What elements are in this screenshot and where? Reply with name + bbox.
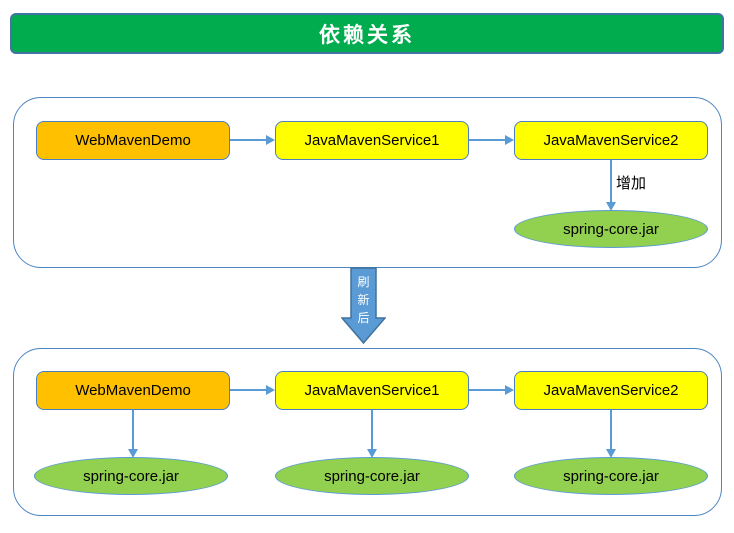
edge-service1-to-service2 — [469, 139, 505, 141]
arrow-right-icon — [505, 135, 514, 145]
edge-label-add: 增加 — [616, 175, 647, 192]
refresh-char: 新 — [357, 293, 370, 307]
node-label: JavaMavenService2 — [543, 382, 679, 399]
edge-service2-to-jar — [610, 160, 612, 203]
jar-label: spring-core.jar — [563, 467, 659, 485]
node-label: JavaMavenService1 — [304, 382, 440, 399]
panel-before-refresh: WebMavenDemo JavaMavenService1 JavaMaven… — [13, 97, 722, 268]
node-webmavendemo-before: WebMavenDemo — [36, 121, 230, 160]
arrow-right-icon — [266, 135, 275, 145]
node-label: JavaMavenService1 — [304, 132, 440, 149]
jar-spring-core-after-2: spring-core.jar — [275, 457, 469, 495]
panel-after-refresh: WebMavenDemo JavaMavenService1 JavaMaven… — [13, 348, 722, 516]
arrow-right-icon — [266, 385, 275, 395]
arrow-right-icon — [505, 385, 514, 395]
jar-label: spring-core.jar — [563, 220, 659, 238]
node-label: JavaMavenService2 — [543, 132, 679, 149]
node-javamavenservice2-before: JavaMavenService2 — [514, 121, 708, 160]
jar-label: spring-core.jar — [83, 467, 179, 485]
jar-spring-core-after-3: spring-core.jar — [514, 457, 708, 495]
title-bar: 依赖关系 — [10, 13, 724, 54]
arrow-down-icon — [127, 449, 138, 458]
block-arrow-shape — [341, 267, 386, 344]
jar-label: spring-core.jar — [324, 467, 420, 485]
edge-demo-to-service1 — [230, 389, 266, 391]
refresh-block-arrow — [341, 267, 386, 344]
node-javamavenservice1-after: JavaMavenService1 — [275, 371, 469, 410]
arrow-down-icon — [605, 202, 616, 211]
node-label: WebMavenDemo — [75, 132, 191, 149]
jar-spring-core-before: spring-core.jar — [514, 210, 708, 248]
edge-service1-to-jar — [371, 410, 373, 450]
edge-service1-to-service2 — [469, 389, 505, 391]
refresh-char: 后 — [357, 311, 370, 325]
node-javamavenservice1-before: JavaMavenService1 — [275, 121, 469, 160]
edge-demo-to-service1 — [230, 139, 266, 141]
arrow-down-icon — [605, 449, 616, 458]
arrow-down-icon — [366, 449, 377, 458]
refresh-arrow-label: 刷 新 后 — [341, 273, 386, 327]
edge-service2-to-jar — [610, 410, 612, 450]
page-title: 依赖关系 — [319, 22, 415, 47]
node-javamavenservice2-after: JavaMavenService2 — [514, 371, 708, 410]
jar-spring-core-after-1: spring-core.jar — [34, 457, 228, 495]
refresh-char: 刷 — [357, 275, 370, 289]
edge-demo-to-jar — [132, 410, 134, 450]
node-webmavendemo-after: WebMavenDemo — [36, 371, 230, 410]
node-label: WebMavenDemo — [75, 382, 191, 399]
